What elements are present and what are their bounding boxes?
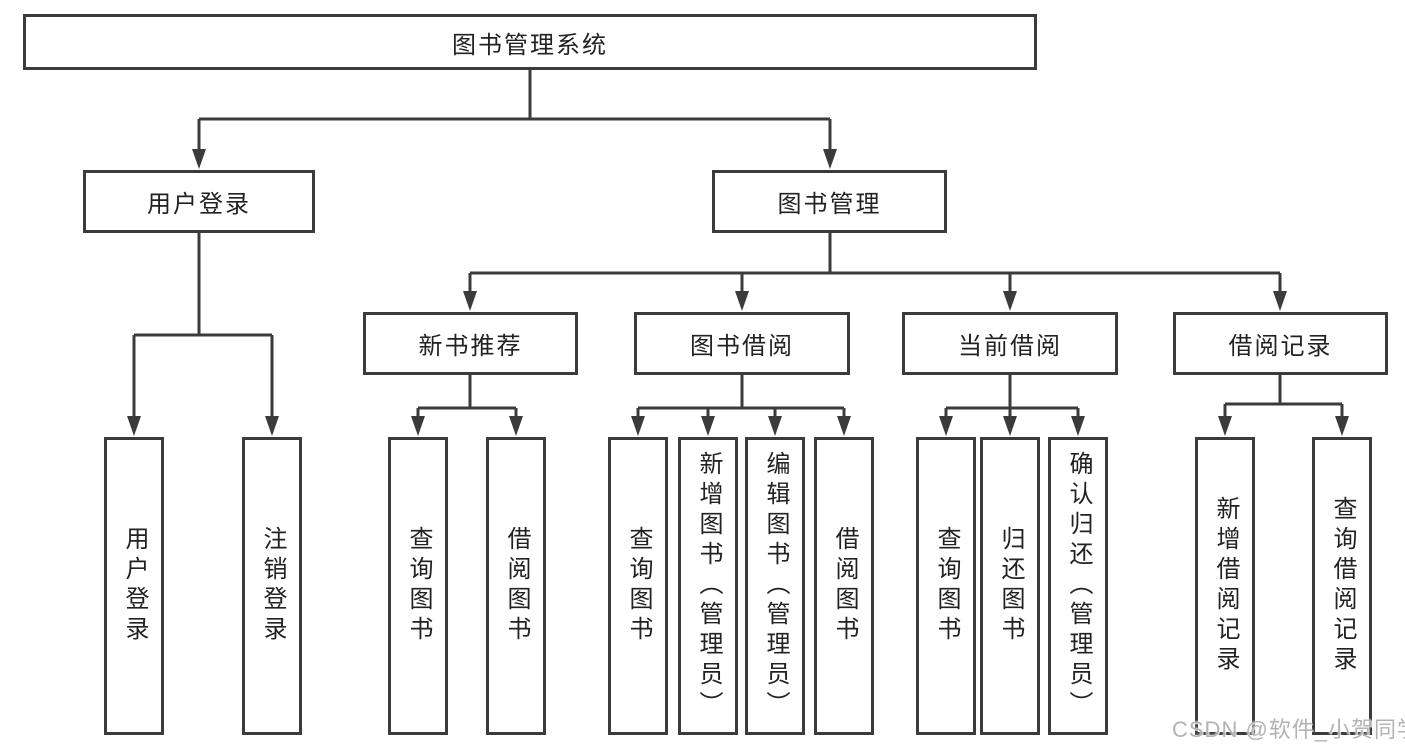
node-label: 查询图书 <box>405 526 432 646</box>
node-user-login: 用户登录 <box>83 170 315 233</box>
node-leaf-confirm-return-admin: 确认归还（管理员） <box>1048 437 1108 735</box>
node-label: 新增借阅记录 <box>1212 496 1239 676</box>
node-borrowing-records: 借阅记录 <box>1173 312 1388 375</box>
node-leaf-add-books-admin: 新增图书（管理员） <box>678 437 738 735</box>
node-book-management: 图书管理 <box>712 170 947 233</box>
node-label: 新书推荐 <box>418 333 523 360</box>
csdn-watermark: CSDN @软件_小贺同学 <box>1172 717 1405 742</box>
node-label: 图书管理系统 <box>452 31 608 59</box>
node-label: 编辑图书（管理员） <box>762 451 789 721</box>
node-label: 查询借阅记录 <box>1329 496 1356 676</box>
node-leaf-return-books: 归还图书 <box>980 437 1040 735</box>
node-label: 查询图书 <box>933 526 960 646</box>
node-label: 归还图书 <box>997 526 1024 646</box>
node-label: 当前借阅 <box>958 333 1062 360</box>
node-book-borrowing: 图书借阅 <box>634 312 850 375</box>
node-label: 图书借阅 <box>690 333 794 360</box>
node-label: 借阅图书 <box>831 526 858 646</box>
node-leaf-user-login: 用户登录 <box>104 437 164 735</box>
node-library-management-system: 图书管理系统 <box>23 14 1037 70</box>
node-label: 注销登录 <box>259 526 286 646</box>
node-label: 新增图书（管理员） <box>695 451 722 721</box>
node-label: 借阅图书 <box>503 526 530 646</box>
node-leaf-query-books-current: 查询图书 <box>916 437 976 735</box>
node-leaf-query-borrow-record: 查询借阅记录 <box>1312 437 1372 735</box>
node-leaf-add-borrow-record: 新增借阅记录 <box>1195 437 1255 735</box>
node-label: 用户登录 <box>121 526 148 646</box>
node-new-book-recommendation: 新书推荐 <box>363 312 578 375</box>
node-label: 查询图书 <box>625 526 652 646</box>
node-leaf-query-books-borrowing: 查询图书 <box>608 437 668 735</box>
node-leaf-edit-books-admin: 编辑图书（管理员） <box>745 437 805 735</box>
node-leaf-borrow-books-borrowing: 借阅图书 <box>814 437 874 735</box>
node-label: 用户登录 <box>147 191 251 218</box>
node-leaf-borrow-books-recommend: 借阅图书 <box>486 437 546 735</box>
node-current-borrowing: 当前借阅 <box>902 312 1118 375</box>
node-label: 图书管理 <box>777 191 882 218</box>
node-leaf-query-books-recommend: 查询图书 <box>388 437 448 735</box>
node-leaf-logout: 注销登录 <box>242 437 302 735</box>
node-label: 确认归还（管理员） <box>1065 451 1092 721</box>
node-label: 借阅记录 <box>1228 333 1333 360</box>
